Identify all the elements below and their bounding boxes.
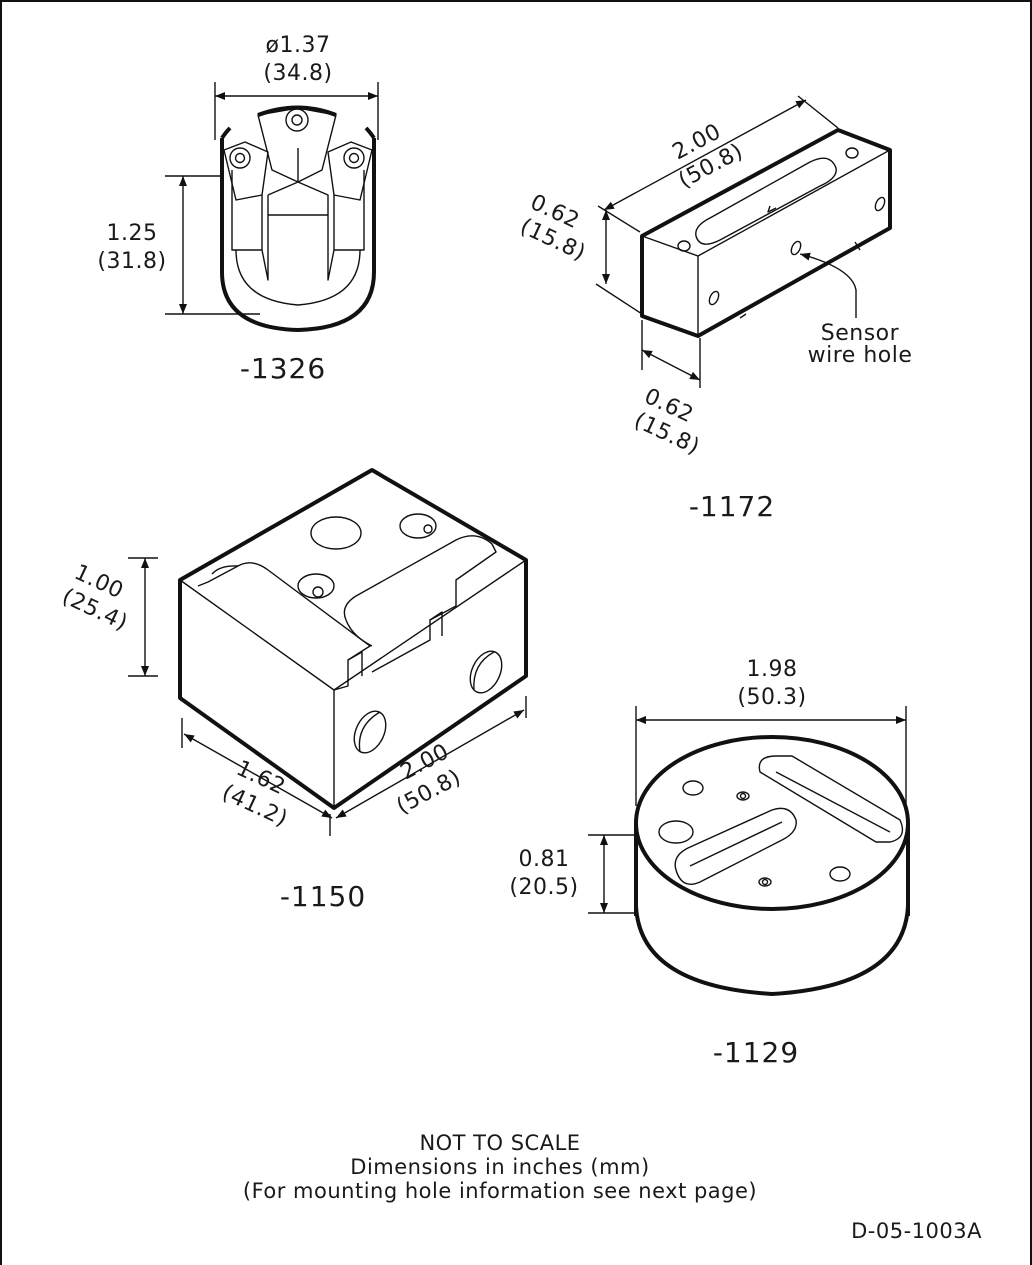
p1172-callout-line2: wire hole (808, 343, 913, 368)
p1172-part-label: -1172 (689, 490, 775, 523)
p1150-part-label: -1150 (280, 880, 366, 913)
part-1150-drawing (128, 468, 528, 836)
note-units: Dimensions in inches (mm) (350, 1155, 649, 1179)
drawing-number: D-05-1003A (851, 1219, 982, 1243)
note-not-to-scale: NOT TO SCALE (419, 1131, 580, 1155)
part-1129-drawing (588, 706, 910, 996)
p1326-diameter-mm: (34.8) (263, 61, 332, 86)
p1326-height-in: 1.25 (107, 221, 158, 246)
p1129-part-label: -1129 (713, 1036, 799, 1069)
p1326-height-mm: (31.8) (97, 249, 166, 274)
p1172-callout-line1: Sensor (821, 321, 900, 346)
p1129-diameter-in: 1.98 (747, 657, 798, 682)
p1326-part-label: -1326 (240, 352, 326, 385)
p1129-height-in: 0.81 (519, 847, 570, 872)
part-1326-drawing (165, 82, 379, 332)
p1129-height-mm: (20.5) (509, 875, 578, 900)
p1129-diameter-mm: (50.3) (737, 685, 806, 710)
p1326-diameter-in: ø1.37 (266, 33, 331, 58)
note-mounting: (For mounting hole information see next … (243, 1179, 757, 1203)
part-1172-drawing (595, 95, 892, 388)
